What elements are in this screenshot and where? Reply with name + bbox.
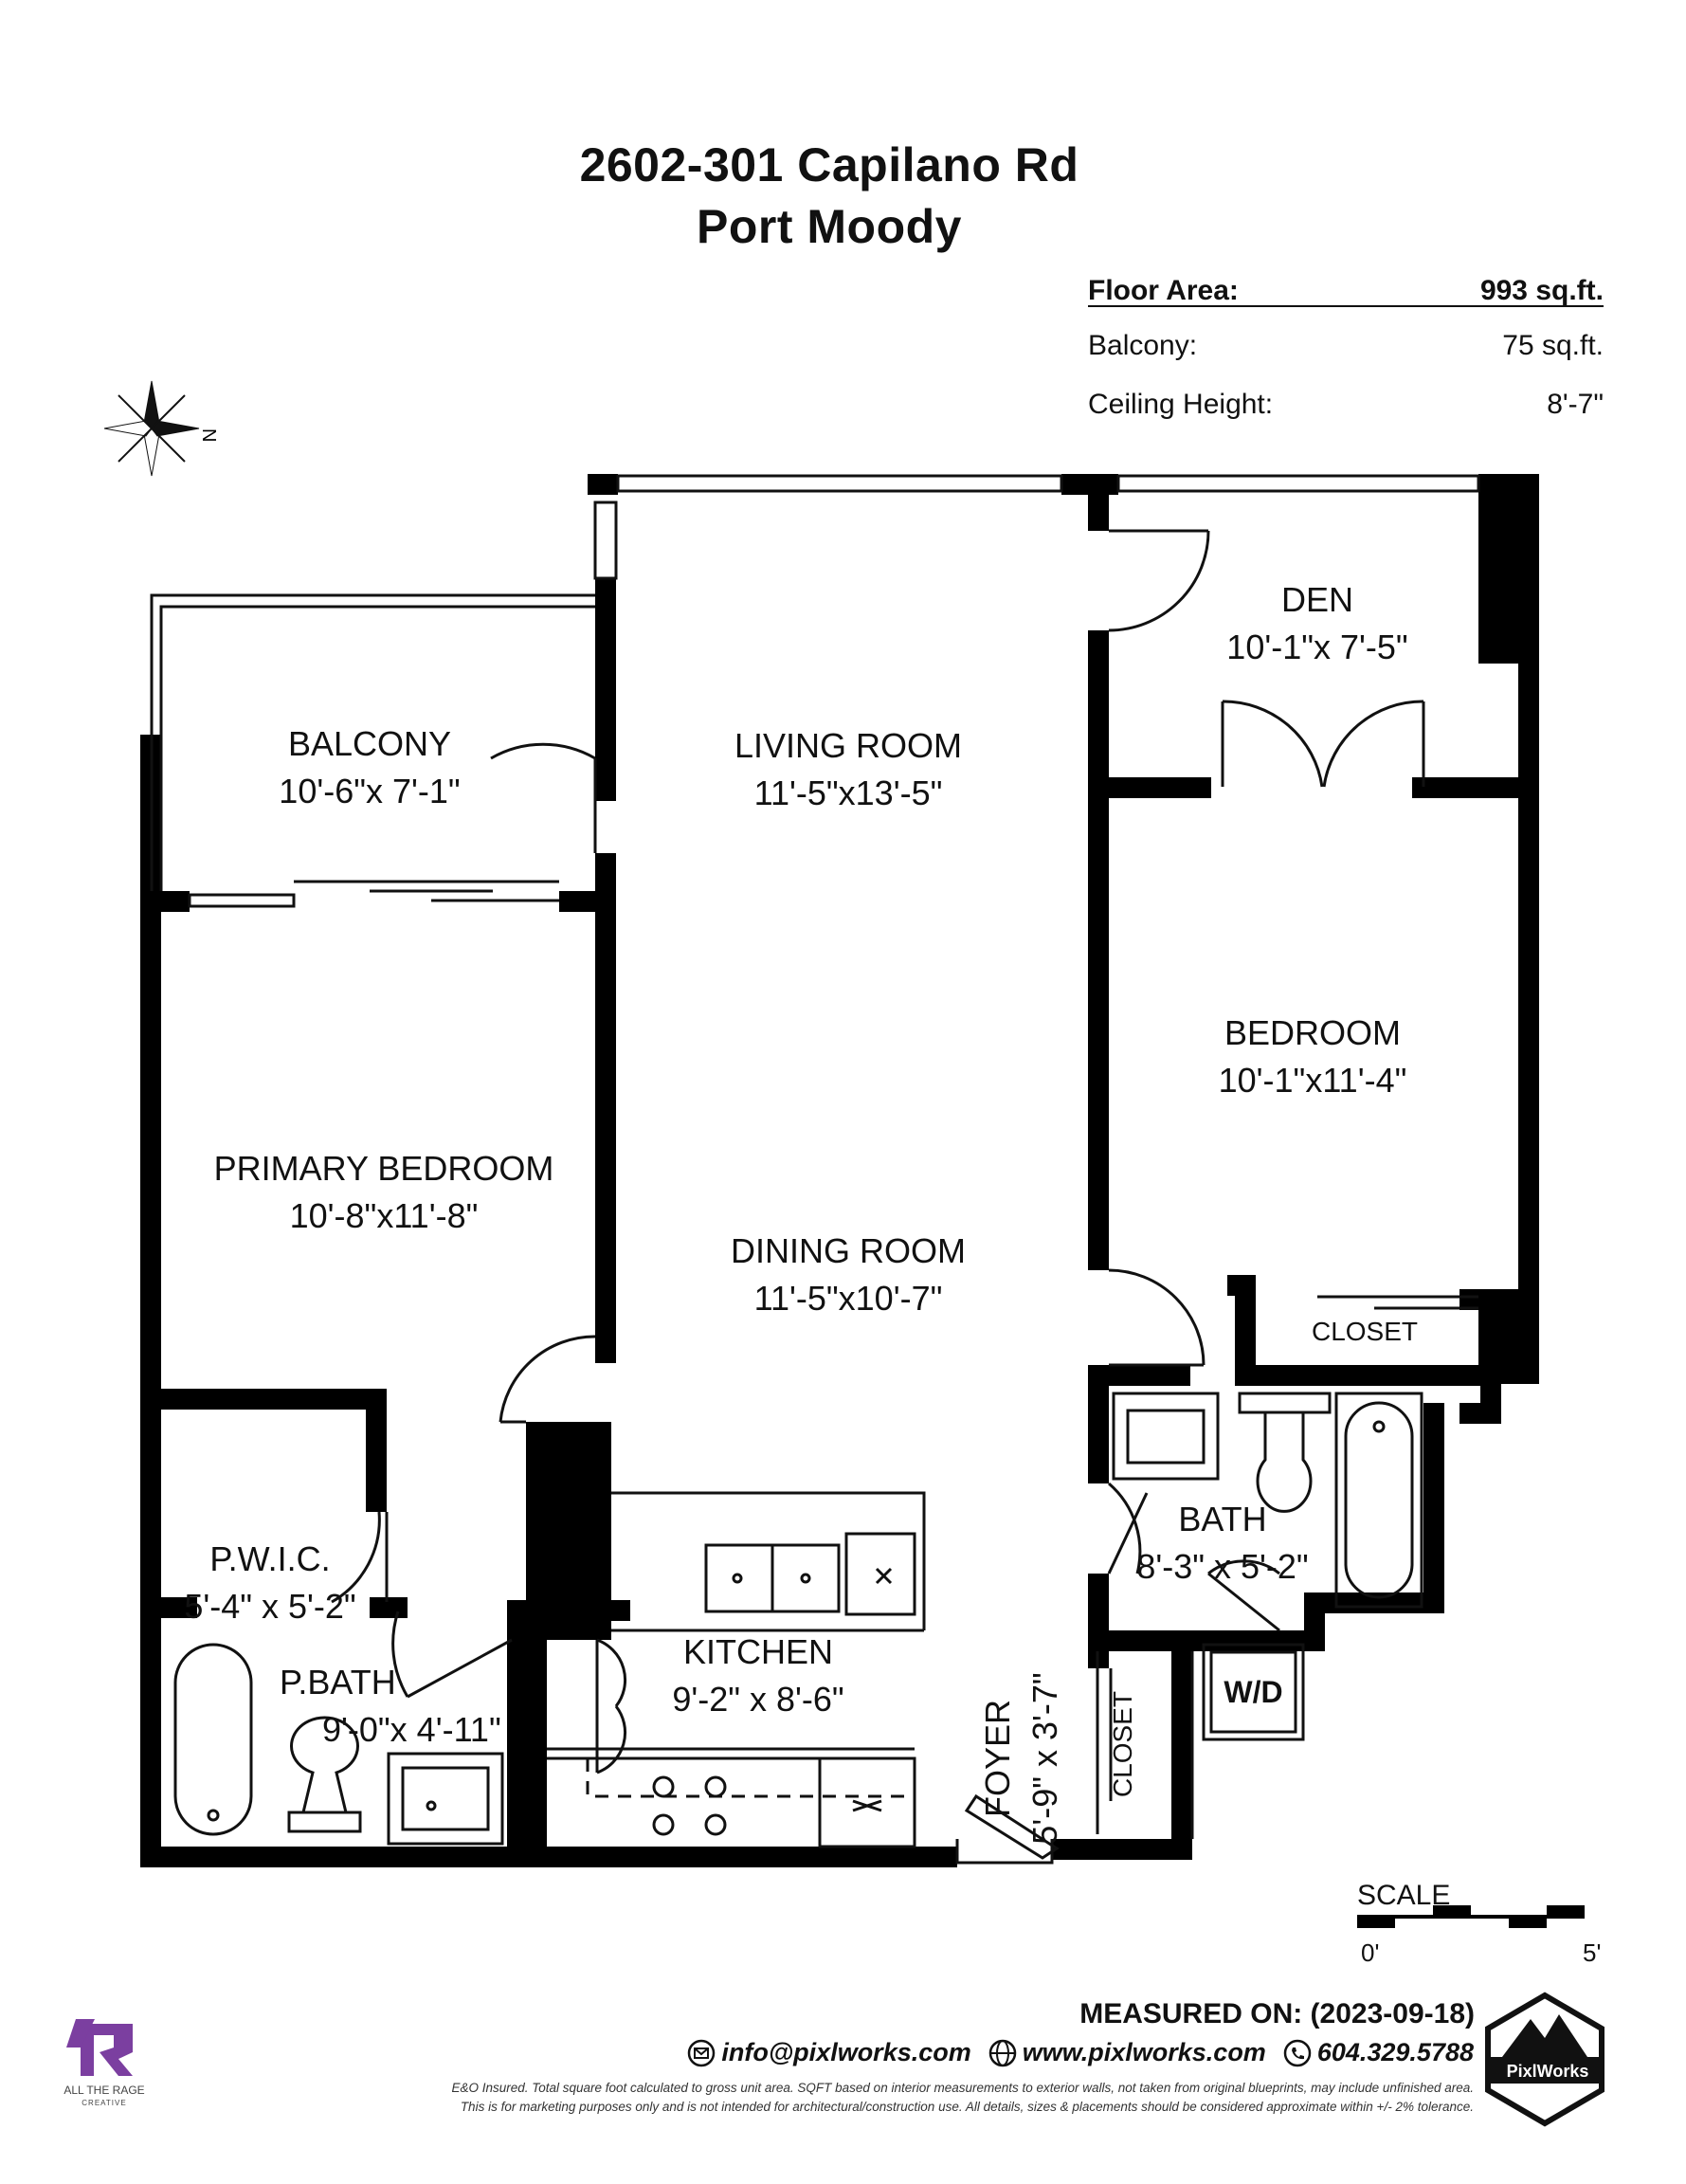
- pwic-name: P.W.I.C.: [209, 1539, 331, 1578]
- pixlworks-logo-icon: [1485, 1992, 1604, 2127]
- email-text[interactable]: info@pixlworks.com: [721, 2038, 971, 2066]
- den-dimensions: 10'-1"x 7'-5": [1226, 628, 1408, 666]
- city-title: Port Moody: [697, 200, 962, 253]
- pbath-label: P.BATH 9'-0"x 4'-11": [280, 1659, 535, 1754]
- phone-contact[interactable]: 604.329.5788: [1283, 2038, 1474, 2067]
- kitchen-name: KITCHEN: [682, 1632, 833, 1671]
- pwic-label: P.W.I.C. 5'-4" x 5'-2": [152, 1536, 389, 1630]
- pwic-dimensions: 5'-4" x 5'-2": [184, 1587, 356, 1626]
- website-contact[interactable]: www.pixlworks.com: [988, 2038, 1266, 2067]
- washer-dryer-label: W/D: [1204, 1668, 1303, 1716]
- website-text[interactable]: www.pixlworks.com: [1022, 2038, 1266, 2066]
- phone-icon: [1283, 2039, 1312, 2066]
- bath-label: BATH 8'-3" x 5'-2": [1099, 1496, 1346, 1591]
- floor-area-row: Floor Area: 993 sq.ft.: [1088, 275, 1604, 307]
- phone-text[interactable]: 604.329.5788: [1316, 2038, 1474, 2066]
- floor-area-label: Floor Area:: [1088, 275, 1239, 306]
- disclaimer-line-1: E&O Insured. Total square foot calculate…: [451, 2081, 1474, 2095]
- living-room-dimensions: 11'-5"x13'-5": [753, 774, 943, 812]
- right-logo-text: PixlWorks: [1506, 2062, 1589, 2081]
- globe-icon: [988, 2039, 1016, 2066]
- pbath-dimensions: 9'-0"x 4'-11": [322, 1710, 501, 1749]
- ceiling-height-value: 8'-7": [1547, 389, 1604, 420]
- info-divider: [1088, 305, 1604, 307]
- scale-label: SCALE: [1357, 1880, 1451, 1911]
- bedroom-dimensions: 10'-1"x11'-4": [1218, 1061, 1407, 1100]
- left-logo-subtext: CREATIVE: [82, 2099, 127, 2107]
- kitchen-label: KITCHEN 9'-2" x 8'-6": [625, 1629, 891, 1723]
- scale-start: 0': [1361, 1938, 1380, 1967]
- living-room-name: LIVING ROOM: [734, 726, 963, 765]
- den-name: DEN: [1280, 580, 1353, 619]
- balcony-dimensions: 10'-6"x 7'-1": [279, 772, 461, 810]
- email-contact[interactable]: info@pixlworks.com: [687, 2038, 971, 2067]
- left-logo-text: ALL THE RAGE: [63, 2084, 145, 2097]
- primary-bedroom-label: PRIMARY BEDROOM 10'-8"x11'-8": [180, 1145, 588, 1240]
- foyer-name: FOYER: [978, 1700, 1017, 1818]
- balcony-label: BALCONY 10'-6"x 7'-1": [227, 720, 512, 815]
- address-title: 2602-301 Capilano Rd: [579, 138, 1079, 191]
- primary-bedroom-dimensions: 10'-8"x11'-8": [289, 1196, 479, 1235]
- bedroom-name: BEDROOM: [1224, 1013, 1401, 1052]
- foyer-dimensions: 5'-9" x 3'-7": [1025, 1672, 1064, 1845]
- bedroom-closet-name: CLOSET: [1311, 1317, 1419, 1346]
- living-room-label: LIVING ROOM 11'-5"x13'-5": [687, 722, 1009, 817]
- scale-bar: [1357, 1905, 1585, 1928]
- disclaimer-line-2: This is for marketing purposes only and …: [460, 2100, 1474, 2114]
- compass-n-label: N: [198, 428, 219, 442]
- ceiling-height-row: Ceiling Height: 8'-7": [1088, 389, 1604, 421]
- dining-room-label: DINING ROOM 11'-5"x10'-7": [687, 1228, 1009, 1322]
- washer-dryer-name: W/D: [1224, 1675, 1283, 1709]
- dining-room-name: DINING ROOM: [731, 1231, 966, 1270]
- measured-on: MEASURED ON: (2023-09-18): [1079, 1998, 1475, 2029]
- all-the-rage-logo-icon: [66, 2019, 133, 2076]
- compass-icon: [103, 380, 200, 477]
- bath-name: BATH: [1178, 1500, 1267, 1538]
- walls: [140, 474, 1539, 1867]
- contact-info: info@pixlworks.com www.pixlworks.com 604…: [569, 2038, 1474, 2067]
- floor-area-value: 993 sq.ft.: [1479, 275, 1604, 306]
- thin-lines: [150, 474, 1480, 1865]
- kitchen-dimensions: 9'-2" x 8'-6": [672, 1680, 844, 1719]
- email-icon: [688, 2039, 716, 2066]
- primary-bedroom-name: PRIMARY BEDROOM: [213, 1149, 554, 1188]
- balcony-name: BALCONY: [287, 724, 452, 763]
- bedroom-label: BEDROOM 10'-1"x11'-4": [1185, 1010, 1441, 1104]
- balcony-area-value: 75 sq.ft.: [1502, 330, 1604, 361]
- bedroom-closet-label: CLOSET: [1260, 1308, 1469, 1356]
- balcony-area-row: Balcony: 75 sq.ft.: [1088, 330, 1604, 362]
- dining-room-dimensions: 11'-5"x10'-7": [753, 1279, 943, 1318]
- den-label: DEN 10'-1"x 7'-5": [1223, 576, 1412, 671]
- scale-end: 5': [1583, 1938, 1602, 1967]
- foyer-closet-name: CLOSET: [1108, 1690, 1137, 1798]
- bath-dimensions: 8'-3" x 5'-2": [1136, 1547, 1309, 1586]
- balcony-area-label: Balcony:: [1088, 330, 1198, 361]
- ceiling-height-label: Ceiling Height:: [1088, 389, 1274, 420]
- pbath-name: P.BATH: [280, 1663, 396, 1702]
